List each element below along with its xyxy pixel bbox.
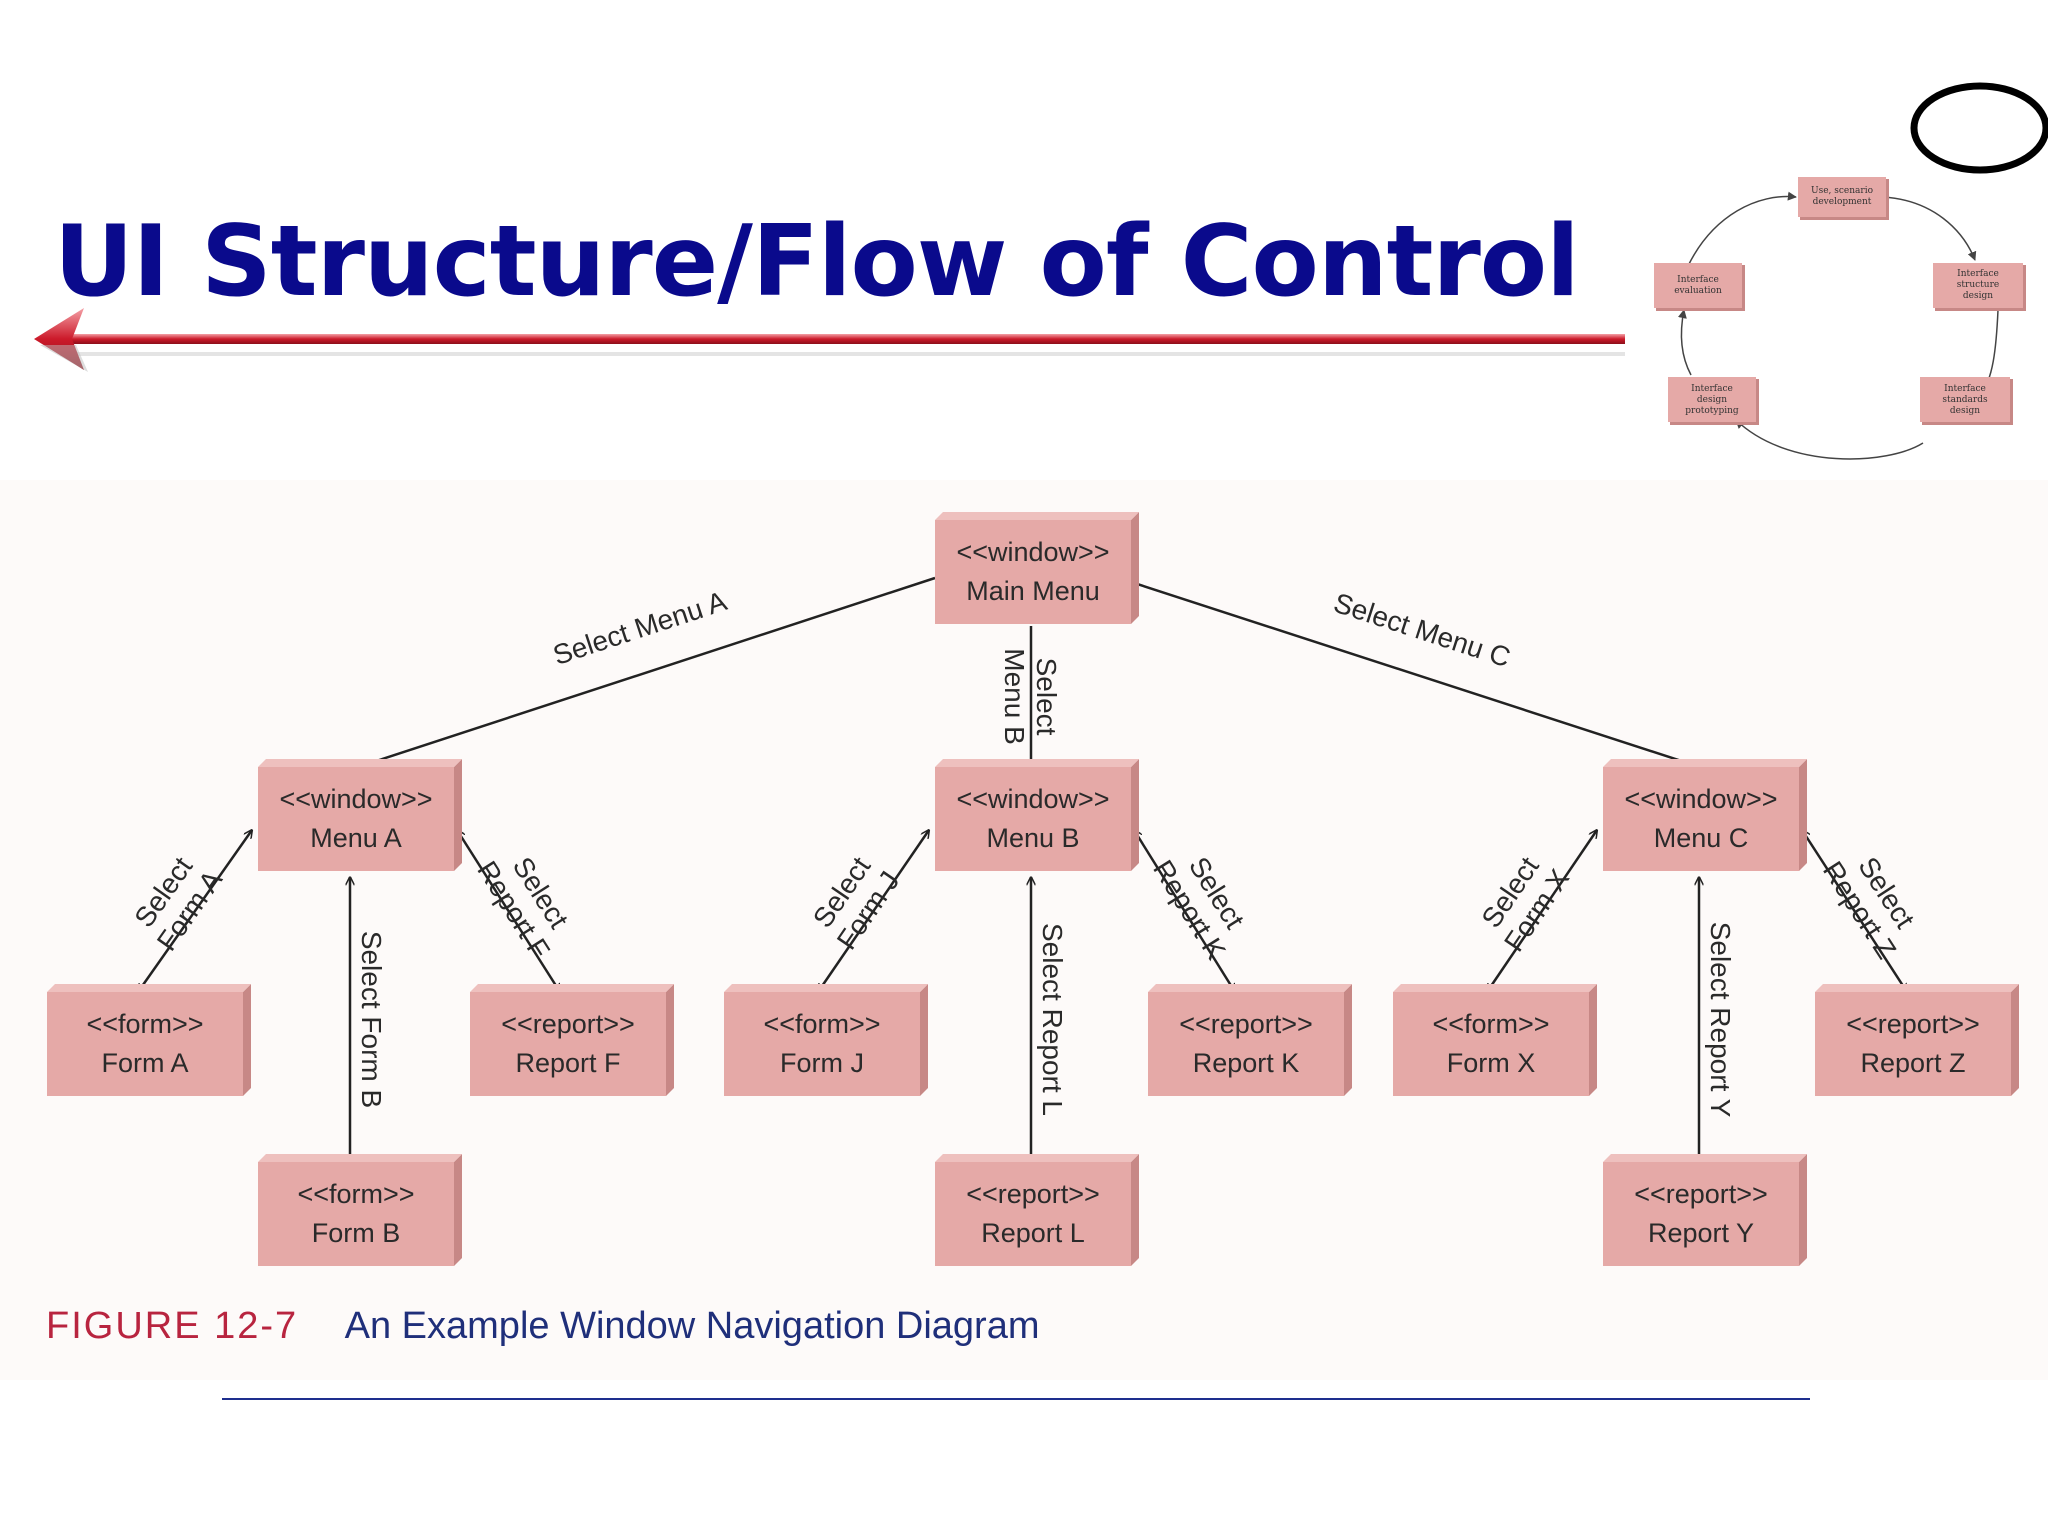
cycle-step-interface-evaluation: Interface evaluation xyxy=(1654,263,1745,311)
node-name: Report L xyxy=(981,1218,1085,1248)
nav-node-menuA: <<window>> Menu A xyxy=(258,759,462,871)
svg-text:design: design xyxy=(1697,395,1727,405)
edge-label-line: Select Menu A xyxy=(549,585,731,671)
node-stereotype: <<window>> xyxy=(956,537,1109,567)
nav-node-main: <<window>> Main Menu xyxy=(935,512,1139,624)
edge-label-line: Select Form B xyxy=(356,931,387,1108)
nav-edge-menuB-reportK xyxy=(1134,830,1235,992)
nav-edge-menuC-formX xyxy=(1487,830,1597,992)
edge-label-menuC-reportY: Select Report Y xyxy=(1705,922,1736,1118)
node-stereotype: <<report>> xyxy=(1179,1009,1313,1039)
node-name: Form A xyxy=(101,1048,188,1078)
nav-edge-menuC-reportZ xyxy=(1802,830,1907,992)
nav-node-menuC: <<window>> Menu C xyxy=(1603,759,1807,871)
cycle-step-interface-standards-design: Interface standards design xyxy=(1920,377,2013,425)
node-stereotype: <<form>> xyxy=(1432,1009,1549,1039)
figure-caption-text: An Example Window Navigation Diagram xyxy=(344,1305,1040,1347)
svg-text:structure: structure xyxy=(1957,280,1999,290)
node-stereotype: <<form>> xyxy=(297,1179,414,1209)
nav-node-reportK: <<report>> Report K xyxy=(1148,984,1352,1096)
node-stereotype: <<window>> xyxy=(956,784,1109,814)
design-process-cycle: Use, scenario development Interface stru… xyxy=(1654,82,2048,460)
cycle-step-use-scenario-development: Use, scenario development xyxy=(1798,177,1889,220)
edge-label-line: Menu B xyxy=(999,648,1030,745)
edge-label-line: Select xyxy=(1031,658,1062,736)
highlight-ellipse xyxy=(1910,82,2048,174)
node-name: Menu A xyxy=(310,823,402,853)
nav-node-reportZ: <<report>> Report Z xyxy=(1815,984,2019,1096)
node-name: Report F xyxy=(515,1048,620,1078)
slide-title: UI Structure/Flow of Control xyxy=(54,205,1580,319)
bottom-divider xyxy=(222,1398,1810,1400)
nav-edge-menuB-formJ xyxy=(818,830,929,992)
nav-node-formB: <<form>> Form B xyxy=(258,1154,462,1266)
svg-text:Interface: Interface xyxy=(1677,275,1719,285)
edge-label-main-menuA: Select Menu A xyxy=(549,585,731,671)
cycle-step-interface-structure-design: Interface structure design xyxy=(1933,263,2026,311)
nav-edge-main-menuC xyxy=(1130,580,1700,767)
node-stereotype: <<report>> xyxy=(501,1009,635,1039)
svg-text:development: development xyxy=(1813,197,1872,207)
node-name: Report Z xyxy=(1860,1048,1965,1078)
edge-label-line: Select Report Y xyxy=(1705,922,1736,1118)
nav-node-reportL: <<report>> Report L xyxy=(935,1154,1139,1266)
edge-label-menuA-formB: Select Form B xyxy=(356,931,387,1108)
node-name: Form J xyxy=(780,1048,864,1078)
figure-number: FIGURE 12-7 xyxy=(46,1305,299,1347)
node-stereotype: <<window>> xyxy=(1624,784,1777,814)
nav-node-reportY: <<report>> Report Y xyxy=(1603,1154,1807,1266)
nav-node-menuB: <<window>> Menu B xyxy=(935,759,1139,871)
node-stereotype: <<form>> xyxy=(763,1009,880,1039)
node-name: Form B xyxy=(312,1218,401,1248)
svg-text:Interface: Interface xyxy=(1957,269,1999,279)
node-stereotype: <<window>> xyxy=(279,784,432,814)
node-stereotype: <<report>> xyxy=(966,1179,1100,1209)
node-stereotype: <<report>> xyxy=(1846,1009,1980,1039)
node-stereotype: <<report>> xyxy=(1634,1179,1768,1209)
edge-label-main-menuC: Select Menu C xyxy=(1330,587,1514,673)
svg-text:design: design xyxy=(1963,291,1993,301)
nav-edge-menuA-formA xyxy=(138,830,252,992)
cycle-step-interface-design-prototyping: Interface design prototyping xyxy=(1668,377,1759,425)
svg-text:standards: standards xyxy=(1942,395,1988,405)
svg-text:Use, scenario: Use, scenario xyxy=(1811,186,1873,196)
figure-caption: FIGURE 12-7 An Example Window Navigation… xyxy=(46,1305,1040,1348)
nav-node-formJ: <<form>> Form J xyxy=(724,984,928,1096)
nav-node-reportF: <<report>> Report F xyxy=(470,984,674,1096)
node-name: Menu B xyxy=(986,823,1079,853)
node-name: Report Y xyxy=(1648,1218,1754,1248)
node-name: Form X xyxy=(1447,1048,1536,1078)
node-name: Main Menu xyxy=(966,576,1100,606)
edge-label-line: Select Menu C xyxy=(1330,587,1514,673)
svg-text:design: design xyxy=(1950,406,1980,416)
node-stereotype: <<form>> xyxy=(86,1009,203,1039)
edge-label-menuB-reportL: Select Report L xyxy=(1037,923,1068,1116)
node-name: Report K xyxy=(1193,1048,1300,1078)
svg-text:Interface: Interface xyxy=(1944,384,1986,394)
node-name: Menu C xyxy=(1654,823,1749,853)
nav-node-formX: <<form>> Form X xyxy=(1393,984,1597,1096)
title-arrow-rule xyxy=(34,308,1625,372)
nav-node-formA: <<form>> Form A xyxy=(47,984,251,1096)
svg-text:Interface: Interface xyxy=(1691,384,1733,394)
nav-edge-main-menuA xyxy=(358,576,936,767)
edge-label-line: Select Report L xyxy=(1037,923,1068,1116)
svg-text:prototyping: prototyping xyxy=(1685,406,1739,416)
svg-text:evaluation: evaluation xyxy=(1674,286,1722,296)
nav-edge-menuA-reportF xyxy=(457,830,560,992)
